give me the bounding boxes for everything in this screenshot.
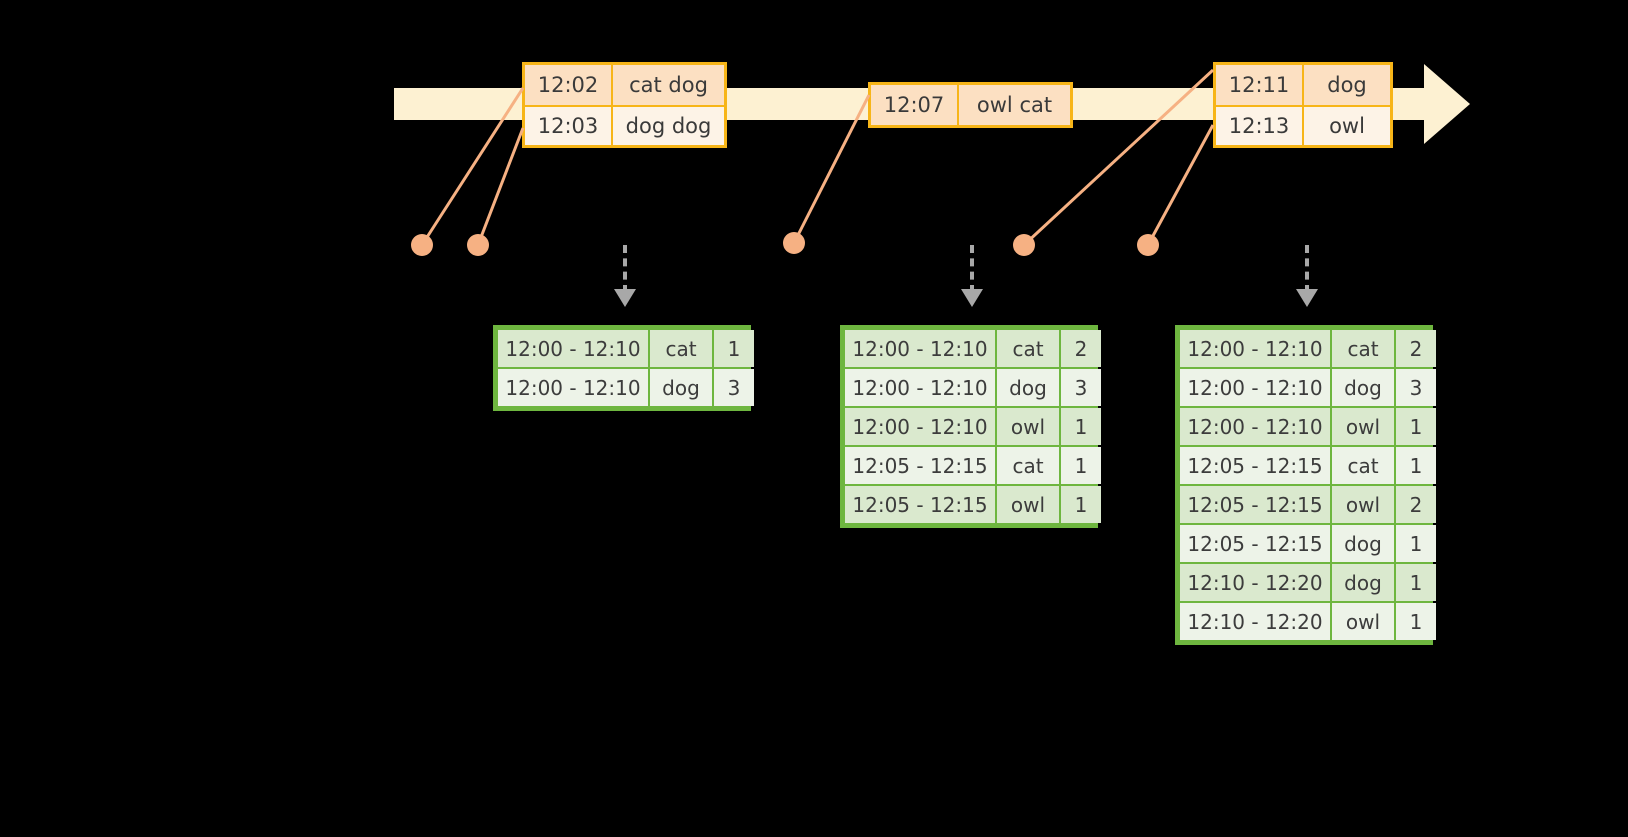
cell-window: 12:05 - 12:15 xyxy=(845,486,995,523)
timeline-arrowhead-icon xyxy=(1424,64,1470,144)
cell-key: owl xyxy=(997,408,1059,445)
cell-window: 12:00 - 12:10 xyxy=(1180,369,1330,406)
cell-window: 12:05 - 12:15 xyxy=(1180,447,1330,484)
event-row: 12:03 dog dog xyxy=(525,105,724,145)
cell-key: cat xyxy=(1332,330,1394,367)
cell-window: 12:00 - 12:10 xyxy=(845,408,995,445)
cell-window: 12:00 - 12:10 xyxy=(845,330,995,367)
cell-count: 1 xyxy=(1396,525,1436,562)
cell-key: dog xyxy=(997,369,1059,406)
event-row: 12:07 owl cat xyxy=(871,85,1070,125)
event-value: dog xyxy=(1304,65,1390,105)
cell-count: 1 xyxy=(1396,447,1436,484)
event-marker-dot[interactable] xyxy=(1013,234,1035,256)
cell-key: dog xyxy=(1332,564,1394,601)
event-time: 12:03 xyxy=(525,107,613,145)
cell-key: cat xyxy=(997,447,1059,484)
event-time: 12:02 xyxy=(525,65,613,105)
event-time: 12:07 xyxy=(871,85,959,125)
cell-window: 12:00 - 12:10 xyxy=(498,369,648,406)
cell-key: owl xyxy=(1332,603,1394,640)
cell-count: 3 xyxy=(1061,369,1101,406)
cell-window: 12:05 - 12:15 xyxy=(1180,486,1330,523)
cell-key: dog xyxy=(1332,525,1394,562)
cell-window: 12:10 - 12:20 xyxy=(1180,564,1330,601)
cell-key: dog xyxy=(650,369,712,406)
cell-key: owl xyxy=(1332,486,1394,523)
cell-key: cat xyxy=(997,330,1059,367)
cell-count: 1 xyxy=(1396,564,1436,601)
event-row: 12:13 owl xyxy=(1216,105,1390,145)
cell-key: cat xyxy=(650,330,712,367)
event-row: 12:02 cat dog xyxy=(525,65,724,105)
event-time: 12:11 xyxy=(1216,65,1304,105)
cell-window: 12:00 - 12:10 xyxy=(845,369,995,406)
event-value: owl cat xyxy=(959,85,1070,125)
cell-key: owl xyxy=(997,486,1059,523)
event-marker-dot[interactable] xyxy=(467,234,489,256)
event-marker-dot[interactable] xyxy=(1137,234,1159,256)
cell-count: 1 xyxy=(1061,408,1101,445)
cell-key: cat xyxy=(1332,447,1394,484)
cell-window: 12:00 - 12:10 xyxy=(1180,330,1330,367)
event-box-1[interactable]: 12:02 cat dog 12:03 dog dog xyxy=(522,62,727,148)
event-value: owl xyxy=(1304,107,1390,145)
cell-window: 12:00 - 12:10 xyxy=(498,330,648,367)
event-time: 12:13 xyxy=(1216,107,1304,145)
cell-count: 2 xyxy=(1396,330,1436,367)
event-value: dog dog xyxy=(613,107,724,145)
cell-key: dog xyxy=(1332,369,1394,406)
event-marker-dot[interactable] xyxy=(783,232,805,254)
cell-key: owl xyxy=(1332,408,1394,445)
cell-count: 2 xyxy=(1396,486,1436,523)
cell-window: 12:00 - 12:10 xyxy=(1180,408,1330,445)
cell-count: 3 xyxy=(714,369,754,406)
cell-count: 1 xyxy=(1396,603,1436,640)
event-box-3[interactable]: 12:11 dog 12:13 owl xyxy=(1213,62,1393,148)
event-marker-dot[interactable] xyxy=(411,234,433,256)
cell-window: 12:10 - 12:20 xyxy=(1180,603,1330,640)
event-row: 12:11 dog xyxy=(1216,65,1390,105)
cell-count: 1 xyxy=(1061,447,1101,484)
cell-count: 1 xyxy=(1396,408,1436,445)
event-value: cat dog xyxy=(613,65,724,105)
cell-count: 2 xyxy=(1061,330,1101,367)
cell-count: 1 xyxy=(1061,486,1101,523)
cell-count: 3 xyxy=(1396,369,1436,406)
cell-count: 1 xyxy=(714,330,754,367)
cell-window: 12:05 - 12:15 xyxy=(845,447,995,484)
event-box-2[interactable]: 12:07 owl cat xyxy=(868,82,1073,128)
cell-window: 12:05 - 12:15 xyxy=(1180,525,1330,562)
